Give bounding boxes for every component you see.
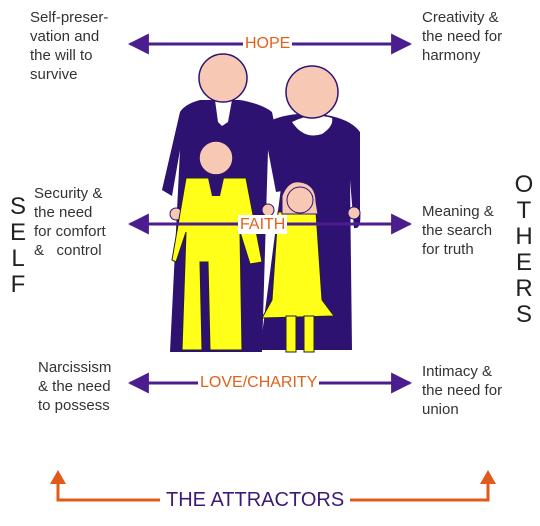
hope-label: HOPE [243, 34, 293, 53]
love-charity-label: LOVE/CHARITY [198, 373, 320, 392]
creativity-text: Creativity & the need for harmony [422, 9, 503, 64]
left-attractor-arrowhead [50, 470, 66, 484]
meaning-text: Meaning & the search for truth [422, 203, 494, 258]
others-side-label: O T H E R S [514, 171, 534, 328]
narcissism-text: Narcissism & the need to possess [38, 359, 112, 414]
security-text: Security & the need for comfort & contro… [34, 185, 106, 259]
attractors-label: THE ATTRACTORS [160, 489, 351, 511]
girl-figure [261, 181, 335, 353]
family-figure [162, 53, 361, 353]
right-attractor-arrowhead [480, 470, 496, 484]
self-preservation-text: Self-preser- vation and the will to surv… [30, 9, 109, 83]
self-side-label: S E L F [9, 193, 26, 298]
intimacy-text: Intimacy & the need for union [422, 363, 503, 418]
faith-label: FAITH [238, 215, 288, 234]
